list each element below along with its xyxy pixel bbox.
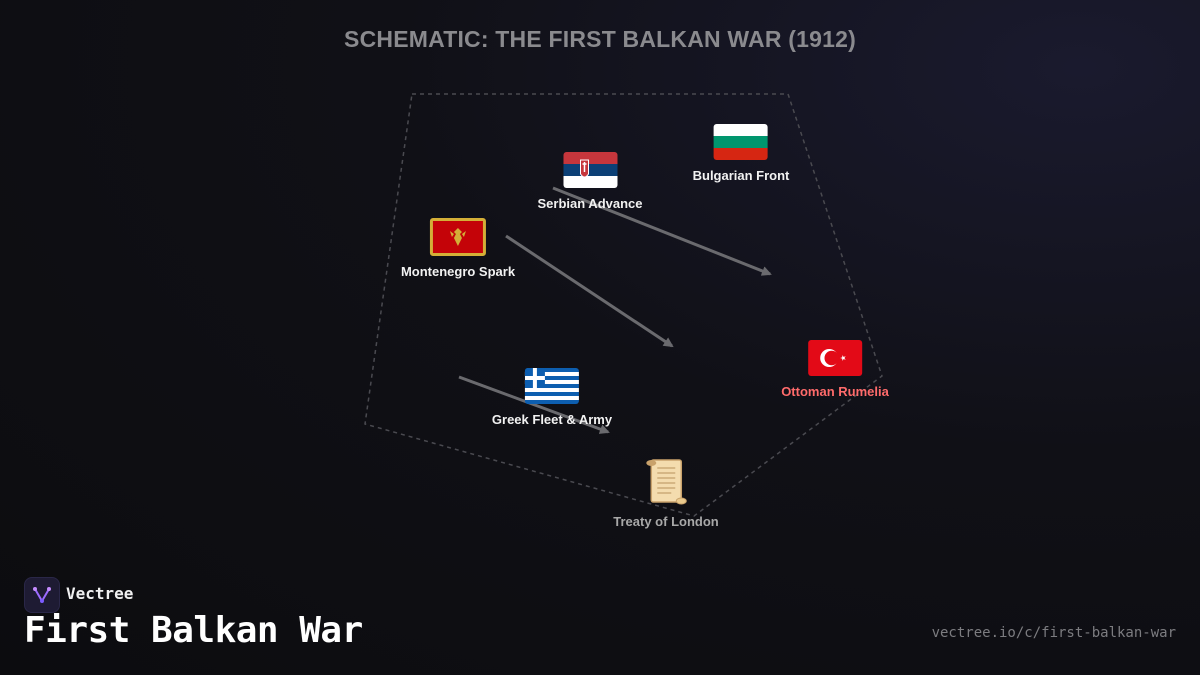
- footer-title: First Balkan War: [24, 610, 363, 651]
- region-boundary: [364, 93, 883, 517]
- greece-flag-icon: [525, 368, 579, 404]
- node-bulgaria[interactable]: Bulgarian Front: [692, 116, 790, 183]
- page-title: SCHEMATIC: THE FIRST BALKAN WAR (1912): [344, 26, 856, 52]
- montenegro-flag-icon: [430, 218, 486, 256]
- arrow-greece-to-treaty: [458, 375, 610, 434]
- node-greece[interactable]: Greek Fleet & Army: [492, 360, 612, 427]
- scroll-icon: [641, 456, 691, 506]
- node-label-ottoman: Ottoman Rumelia: [781, 384, 889, 399]
- node-treaty[interactable]: Treaty of London: [613, 456, 719, 529]
- bulgaria-flag-icon: [714, 124, 768, 160]
- arrow-serbia-to-east: [552, 186, 772, 276]
- node-label-greece: Greek Fleet & Army: [491, 412, 613, 427]
- vectree-logo-icon[interactable]: [24, 577, 60, 613]
- node-montenegro[interactable]: Montenegro Spark: [401, 210, 515, 279]
- node-label-montenegro: Montenegro Spark: [400, 264, 516, 279]
- node-label-treaty: Treaty of London: [613, 514, 719, 529]
- turkey-flag-icon: [808, 340, 862, 376]
- serbia-flag-icon: [562, 152, 617, 188]
- node-label-bulgaria: Bulgarian Front: [692, 168, 790, 183]
- brand-name[interactable]: Vectree: [66, 584, 134, 603]
- arrow-montenegro-to-south: [505, 234, 674, 348]
- node-label-serbia: Serbian Advance: [537, 196, 643, 211]
- footer-url[interactable]: vectree.io/c/first-balkan-war: [931, 625, 1176, 641]
- node-ottoman[interactable]: Ottoman Rumelia: [781, 332, 889, 399]
- node-serbia[interactable]: Serbian Advance: [537, 144, 643, 211]
